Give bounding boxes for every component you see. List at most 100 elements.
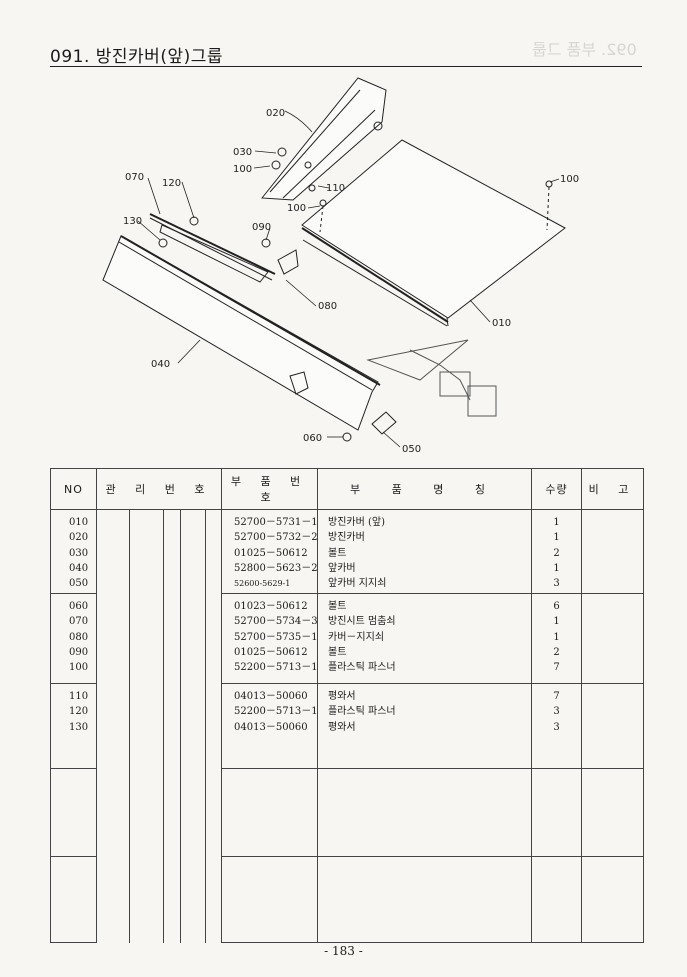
row-no: 020 [69, 532, 89, 544]
cell-remark [581, 593, 645, 684]
callout-090: 090 [252, 222, 271, 233]
cell-empty [317, 768, 533, 857]
row-qty: 3 [553, 721, 560, 733]
row-no: 110 [69, 691, 89, 702]
cell-name-list: 방진카버 (앞) 방진카버 볼트 앞카버 앞카버 지지쇠 [317, 509, 533, 594]
cell-qty-list: 7 3 3 [531, 683, 583, 769]
cell-no-list: 010 020 030 040 050 [50, 509, 97, 594]
row-part-no: 52700－5732－2 [234, 532, 318, 544]
cell-empty [531, 768, 583, 857]
row-name: 볼트 [328, 646, 347, 658]
part-040-front-cover [102, 235, 381, 431]
cell-qty-list: 1 1 2 1 3 [531, 509, 583, 594]
page-title: 091. 방진카버(앞)그룹 [50, 47, 223, 67]
callout-110: 110 [326, 183, 345, 194]
mgmt-cell [96, 683, 130, 769]
row-part-no: 04013－50060 [234, 691, 308, 702]
header-no: NO [50, 468, 97, 510]
table-row-group-empty [50, 856, 645, 943]
mgmt-cell [163, 593, 181, 684]
machine-reference-sketch [366, 339, 497, 417]
part-020-cover [261, 77, 387, 201]
row-name: 평와서 [328, 691, 356, 702]
cell-name-list: 평와서 플라스틱 파스너 평와서 [317, 683, 533, 769]
row-qty: 1 [553, 532, 560, 544]
row-name: 플라스틱 파스너 [328, 662, 396, 674]
callout-030: 030 [233, 147, 252, 158]
mgmt-cell [96, 768, 130, 857]
mgmt-cell [129, 509, 164, 594]
table-row-group: 060 070 080 090 100 01023－50612 52700－57… [50, 593, 645, 684]
row-name: 볼트 [328, 601, 347, 612]
row-no: 010 [69, 517, 89, 528]
row-part-no: 01025－50612 [234, 547, 308, 559]
row-name: 볼트 [328, 547, 347, 559]
row-name: 카버－지지쇠 [328, 631, 385, 643]
part-080-support [277, 249, 299, 275]
row-part-no: 52700－5734－3 [234, 616, 318, 628]
row-qty: 1 [553, 631, 560, 643]
row-qty: 7 [553, 662, 560, 674]
callout-040: 040 [151, 359, 170, 370]
mgmt-cell [163, 856, 181, 943]
mgmt-cell [204, 856, 223, 943]
cell-remark [581, 683, 645, 769]
row-part-no: 52700－5735－1 [234, 631, 318, 643]
row-qty: 3 [553, 578, 560, 590]
row-name: 방진카버 (앞) [328, 517, 385, 528]
mgmt-cell [204, 768, 223, 857]
table-row-group: 110 120 130 04013－50060 52200－5713－1 040… [50, 683, 645, 769]
callout-120: 120 [162, 178, 181, 189]
callout-010: 010 [492, 318, 511, 329]
bleed-through-title: 092. 부품 그룹 [532, 40, 637, 59]
row-part-no: 52700－5731－1 [234, 517, 318, 528]
row-qty: 2 [553, 547, 560, 559]
mgmt-cell [129, 683, 164, 769]
callout-100: 100 [233, 164, 252, 175]
cell-empty [531, 856, 583, 943]
header-quantity: 수량 [531, 468, 583, 510]
mgmt-cell [129, 856, 164, 943]
row-part-no: 01025－50612 [234, 646, 308, 658]
mgmt-cell [163, 683, 181, 769]
row-qty: 1 [553, 562, 560, 574]
mgmt-cell [96, 593, 130, 684]
row-part-no: 52600-5629-1 [234, 579, 291, 589]
mgmt-cell [129, 593, 164, 684]
cell-no-list: 060 070 080 090 100 [50, 593, 97, 684]
part-050-bracket [371, 411, 397, 435]
header-remark: 비 고 [581, 468, 645, 510]
row-name: 평와서 [328, 721, 356, 733]
row-no: 040 [69, 562, 89, 574]
row-part-no: 52800－5623－2 [234, 562, 318, 574]
mgmt-cell [180, 856, 206, 943]
callout-130: 130 [123, 216, 142, 227]
cell-empty [221, 768, 319, 857]
fasteners [158, 147, 553, 442]
row-name: 방진카버 [328, 532, 365, 544]
row-qty: 1 [553, 517, 560, 528]
row-no: 120 [69, 706, 89, 718]
cell-part-no-list: 04013－50060 52200－5713－1 04013－50060 [221, 683, 319, 769]
cell-name-list: 볼트 방진시트 멈춤쇠 카버－지지쇠 볼트 플라스틱 파스너 [317, 593, 533, 684]
parts-list-table: NO 관 리 번 호 부 품 번 호 부 품 명 칭 수량 비 고 010 02… [50, 468, 645, 943]
callout-050: 050 [402, 444, 421, 455]
mgmt-cell [180, 768, 206, 857]
mgmt-cell [204, 509, 223, 594]
callout-080: 080 [318, 301, 337, 312]
mgmt-cell [96, 509, 130, 594]
mgmt-cell [180, 593, 206, 684]
cell-empty [221, 856, 319, 943]
row-no: 030 [69, 547, 89, 559]
row-qty: 7 [553, 691, 560, 702]
table-row-group: 010 020 030 040 050 52700－5731－1 52700－5… [50, 509, 645, 594]
row-no: 060 [69, 601, 89, 612]
row-no: 070 [69, 616, 89, 628]
header-part-no: 부 품 번 호 [221, 468, 319, 510]
cell-empty [581, 768, 645, 857]
cell-remark [581, 509, 645, 594]
row-part-no: 52200－5713－1 [234, 662, 318, 674]
header-management-no: 관 리 번 호 [95, 468, 223, 510]
row-part-no: 04013－50060 [234, 721, 308, 733]
row-name: 앞카버 지지쇠 [328, 578, 387, 590]
